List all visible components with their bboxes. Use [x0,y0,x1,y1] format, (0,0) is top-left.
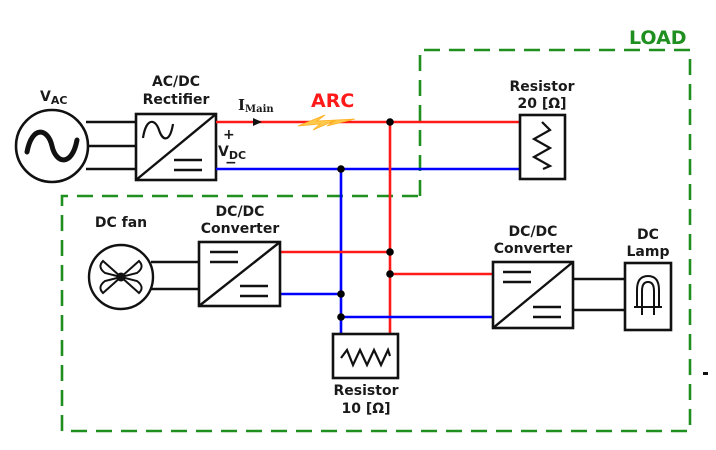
fan-blades-icon [99,259,143,295]
junction-dot [386,270,394,278]
lamp-box [623,261,673,332]
vdc-plus: + [223,127,235,143]
converter-lamp-line2: Converter [494,241,573,257]
arc-label: ARC [311,90,354,112]
rectifier-diagonal [135,113,217,181]
converter-fan-line1: DC/DC [216,204,265,220]
dc-lamp: DC Lamp [623,227,673,332]
dcdc-converter-lamp: DC/DC Converter [341,224,625,330]
ac-wave-glyph [141,120,175,140]
resistor20-box [518,113,567,181]
resistor20-label-line2: 20 [Ω] [517,96,566,112]
current-arrow-icon [253,118,262,126]
vac-label: VAC [40,89,67,107]
junctions [337,118,394,321]
junction-dot [386,248,394,256]
dc-lamp-line2: Lamp [627,244,670,260]
imain-label: IMain [238,96,274,115]
resistor10-label-line2: 10 [Ω] [341,401,390,417]
junction-dot [337,313,345,321]
rectifier-label-line1: AC/DC [152,74,200,90]
load-boundary [60,48,692,433]
rectifier-label-line2: Rectifier [143,92,210,108]
resistor-10: Resistor 10 [Ω] [331,332,400,417]
arc-fault: ARC [297,90,356,131]
resistor-zigzag-icon [340,347,392,368]
converter-lamp-diagonal [492,261,574,329]
ac-sine-icon [24,129,80,163]
lightning-bolt-icon [297,114,356,131]
vdc-minus: − [225,155,237,171]
dc-fan-label: DC fan [95,215,147,231]
vdc-label: VDC [218,144,246,162]
converter-fan-diagonal [198,241,281,307]
ac-source: VAC [14,89,136,184]
resistor10-label-line1: Resistor [334,383,399,399]
junction-dot [386,118,394,126]
converter-fan-line2: Converter [201,221,280,237]
stray-mark [703,372,708,375]
dc-lamp-line1: DC [637,227,659,243]
resistor-zigzag-icon [531,121,553,171]
load-label: LOAD [629,27,687,49]
dc-fan: DC fan [87,215,199,311]
resistor-20: Resistor 20 [Ω] [510,79,575,181]
lamp-bulb-icon [634,274,662,315]
dcdc-converter-fan: DC/DC Converter [197,204,390,308]
acdc-rectifier: AC/DC Rectifier [134,74,218,182]
junction-dot [337,165,345,173]
resistor20-label-line1: Resistor [510,79,575,95]
junction-dot [337,290,345,298]
converter-lamp-line1: DC/DC [509,224,558,240]
main-bus: IMain + VDC − [216,96,543,171]
